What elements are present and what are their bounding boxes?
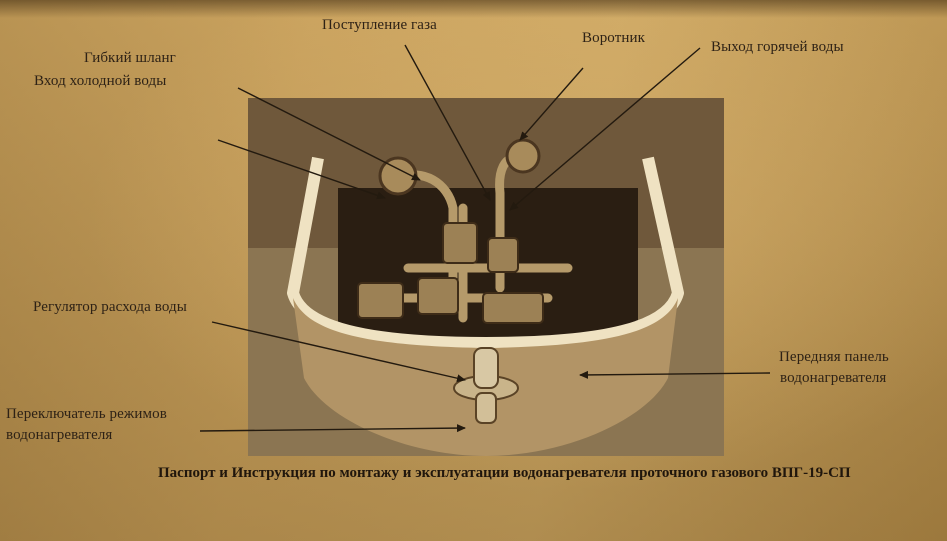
- label-collar: Воротник: [582, 30, 646, 46]
- label-water-flow-regulator: Регулятор расхода воды: [33, 299, 187, 315]
- document-caption: Паспорт и Инструкция по монтажу и эксплу…: [158, 465, 851, 481]
- arrow-gas-inlet: [404, 44, 491, 201]
- arrow-mode-switch: [199, 424, 466, 433]
- arrow-flexible-hose: [237, 87, 421, 181]
- arrow-front-panel: [579, 370, 771, 379]
- label-gas-inlet: Поступление газа: [322, 17, 437, 33]
- label-front-panel-line2: водонагревателя: [780, 370, 887, 386]
- arrow-cold-water-inlet: [217, 139, 386, 200]
- label-mode-switch-line1: Переключатель режимов: [6, 406, 167, 422]
- label-cold-water-inlet: Вход холодной воды: [34, 73, 167, 89]
- label-front-panel-line1: Передняя панель: [779, 349, 889, 365]
- arrow-water-flow-regulator: [211, 321, 466, 383]
- label-mode-switch-line2: водонагревателя: [6, 427, 113, 443]
- label-flexible-hose: Гибкий шланг: [84, 50, 176, 66]
- water-heater-photo: [248, 98, 724, 456]
- arrow-collar: [519, 67, 584, 141]
- arrow-hot-water-outlet: [509, 47, 701, 211]
- water-heater-illustration: [248, 98, 724, 456]
- page-shadow: [0, 0, 947, 18]
- label-hot-water-outlet: Выход горячей воды: [711, 39, 844, 55]
